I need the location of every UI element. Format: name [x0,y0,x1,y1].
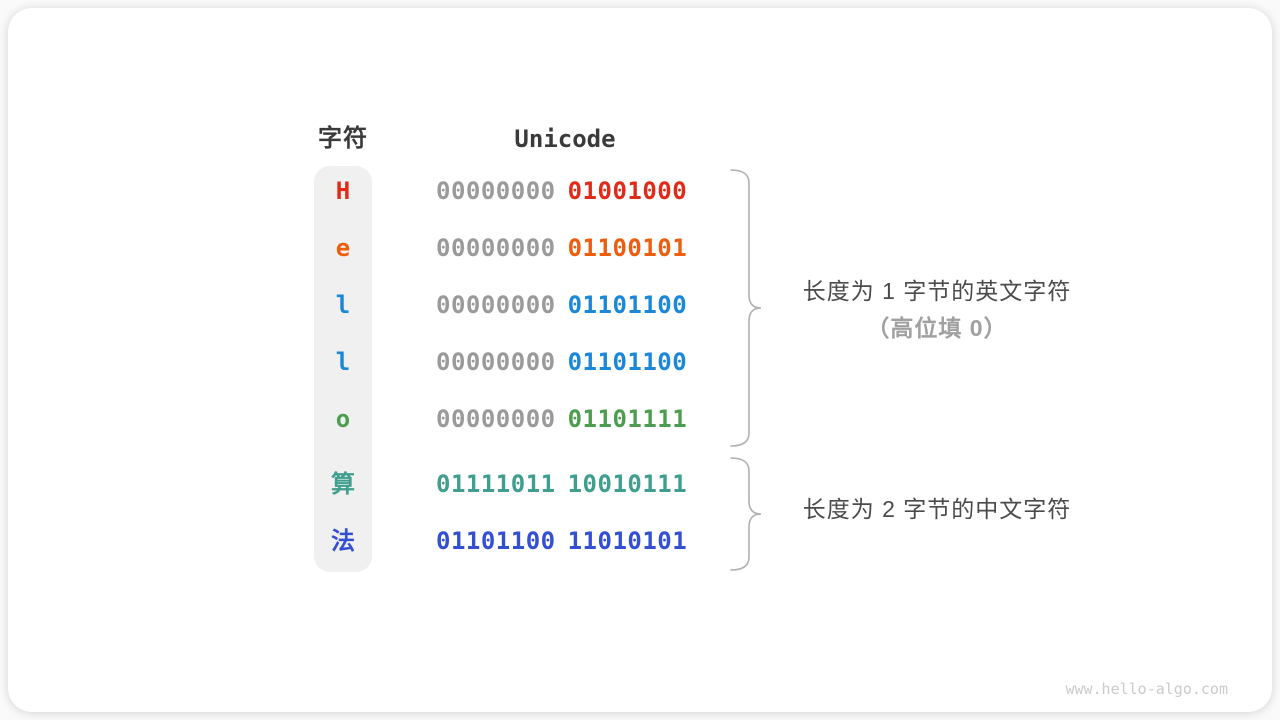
group-sublabel-text: （高位填 0） [866,315,1008,341]
low-byte: 10010111 [567,470,688,498]
table-row-l2: l 00000000 01101100 [8,348,1280,376]
table-row-l1: l 00000000 01101100 [8,291,1280,319]
character-cell: l [335,291,351,319]
diagram-card: 字符 Unicode H 00000000 01001000 e 00000000… [8,8,1272,712]
table-row-suan: 算 01111011 10010111 [8,470,1280,498]
unicode-bits: 00000000 01100101 [436,234,687,262]
group-label-text: 长度为 2 字节的中文字符 [802,496,1072,522]
high-byte: 00000000 [436,177,556,205]
unicode-bits: 00000000 01101111 [436,405,687,433]
unicode-bits: 00000000 01101100 [436,291,687,319]
high-byte: 01101100 [436,527,556,555]
low-byte: 01101100 [567,291,688,319]
low-byte: 11010101 [567,527,688,555]
character-cell: o [335,405,351,433]
table-row-h: H 00000000 01001000 [8,177,1280,205]
watermark: www.hello-algo.com [1065,680,1228,698]
group-label-chinese: 长度为 2 字节的中文字符 [787,494,1087,524]
table-row-fa: 法 01101100 11010101 [8,527,1280,555]
high-byte: 00000000 [436,291,556,319]
column-header-unicode: Unicode [514,125,616,153]
character-cell: l [335,348,351,376]
table-row-o: o 00000000 01101111 [8,405,1280,433]
character-cell: 法 [331,527,355,555]
low-byte: 01100101 [567,234,688,262]
group-label-text: 长度为 1 字节的英文字符 [802,278,1072,304]
character-cell: H [335,177,351,205]
character-column-background [314,166,372,572]
low-byte: 01001000 [567,177,688,205]
column-header-character: 字符 [318,125,368,152]
unicode-bits: 00000000 01001000 [436,177,687,205]
table-row-e: e 00000000 01100101 [8,234,1280,262]
low-byte: 01101111 [567,405,688,433]
unicode-bits: 01111011 10010111 [436,470,687,498]
high-byte: 00000000 [436,348,556,376]
character-cell: 算 [331,470,355,498]
high-byte: 00000000 [436,405,556,433]
group-label-english: 长度为 1 字节的英文字符 （高位填 0） [787,276,1087,343]
low-byte: 01101100 [567,348,688,376]
unicode-bits: 01101100 11010101 [436,527,687,555]
high-byte: 00000000 [436,234,556,262]
unicode-bits: 00000000 01101100 [436,348,687,376]
high-byte: 01111011 [436,470,556,498]
character-cell: e [335,234,351,262]
